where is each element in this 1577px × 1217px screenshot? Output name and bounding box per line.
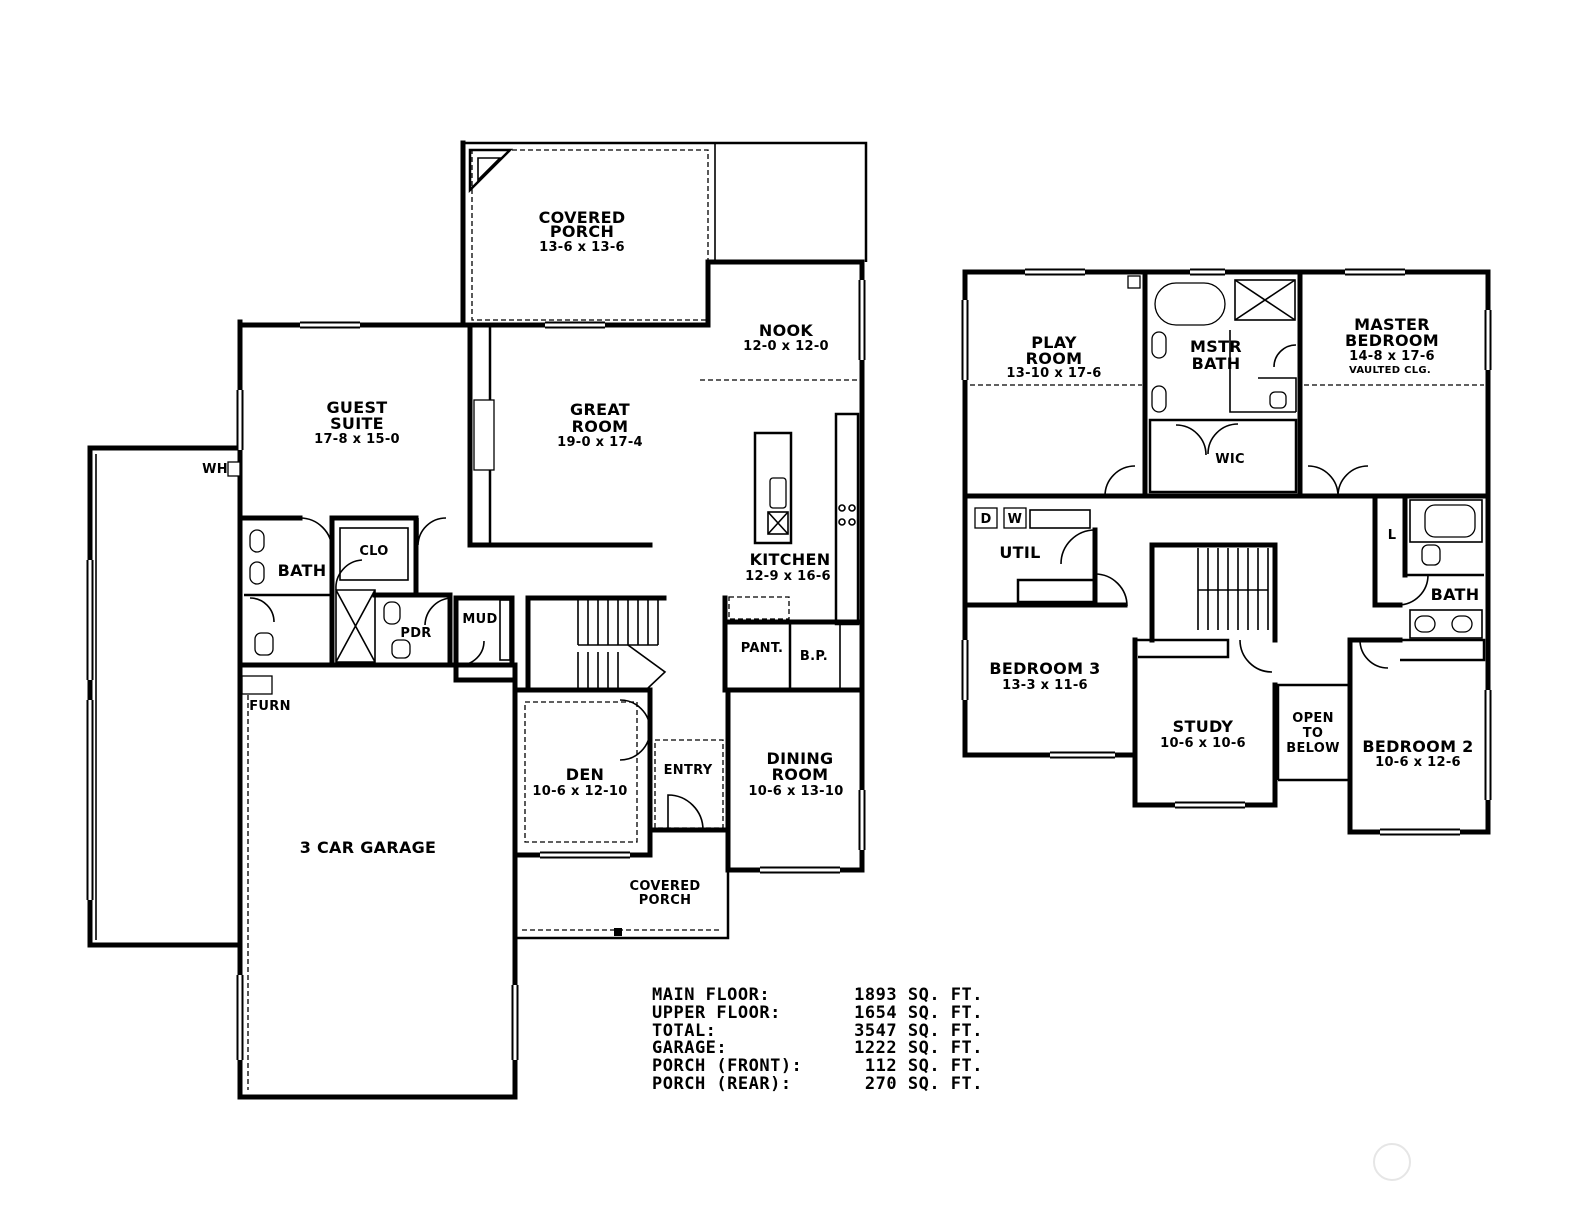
open-to-below-1: OPEN [1292, 711, 1334, 726]
summary-value: 1654 SQ. FT. [854, 1003, 983, 1023]
bedroom-2-name: BEDROOM 2 [1362, 737, 1473, 756]
summary-label: PORCH (REAR): [652, 1074, 792, 1094]
front-porch-name-2: PORCH [639, 893, 692, 908]
washer-label: W [1008, 512, 1023, 527]
play-room-dims: 13-10 x 17-6 [1006, 366, 1101, 381]
den-name: DEN [566, 765, 605, 784]
summary-value: 1893 SQ. FT. [854, 985, 983, 1005]
great-room-dims: 19-0 x 17-4 [557, 435, 643, 450]
linen-label: L [1388, 528, 1397, 543]
open-to-below-3: BELOW [1286, 741, 1340, 756]
bedroom-3-dims: 13-3 x 11-6 [1002, 678, 1088, 693]
main-floor-windows [86, 280, 866, 1060]
rear-porch-name-1: COVERED [539, 208, 626, 227]
dryer-label: D [980, 512, 991, 527]
water-heater-name: WH [202, 462, 228, 477]
great-room-name-1: GREAT [570, 400, 630, 419]
bedroom-2-dims: 10-6 x 12-6 [1375, 755, 1461, 770]
open-to-below-2: TO [1303, 726, 1324, 741]
area-summary: MAIN FLOOR: 1893 SQ. FT. UPPER FLOOR: 16… [652, 985, 983, 1094]
great-room-name-2: ROOM [572, 417, 629, 436]
summary-label: MAIN FLOOR: [652, 985, 770, 1005]
study-name: STUDY [1173, 717, 1234, 736]
upper-stair-treads [1197, 548, 1269, 630]
play-room-name-1: PLAY [1031, 333, 1077, 352]
closet-name: CLO [359, 544, 388, 559]
summary-label: UPPER FLOOR: [652, 1003, 781, 1023]
summary-value: 1222 SQ. FT. [854, 1038, 983, 1058]
pantry-name: PANT. [741, 641, 784, 656]
garage-name: 3 CAR GARAGE [300, 838, 437, 857]
butler-pantry-name: B.P. [800, 649, 828, 664]
nook-dims: 12-0 x 12-0 [743, 339, 829, 354]
play-room-name-2: ROOM [1026, 349, 1083, 368]
dining-name-1: DINING [767, 749, 834, 768]
nook-name: NOOK [759, 321, 813, 340]
master-bedroom-note: VAULTED CLG. [1349, 365, 1431, 376]
guest-bath-name: BATH [278, 561, 327, 580]
guest-suite-dims: 17-8 x 15-0 [314, 432, 400, 447]
mud-name: MUD [462, 612, 497, 627]
master-bedroom-name-2: BEDROOM [1345, 331, 1439, 350]
wic-name: WIC [1215, 452, 1245, 467]
master-bedroom-dims: 14-8 x 17-6 [1349, 349, 1435, 364]
upper-bath-name: BATH [1431, 585, 1480, 604]
main-floor-plan: COVERED PORCH 13-6 x 13-6 NOOK 12-0 x 12… [86, 140, 868, 1100]
summary-label: GARAGE: [652, 1038, 727, 1058]
guest-suite-name-1: GUEST [327, 398, 388, 417]
master-bedroom-name-1: MASTER [1354, 315, 1430, 334]
bedroom-3-name: BEDROOM 3 [989, 659, 1100, 678]
summary-value: 112 SQ. FT. [865, 1056, 983, 1076]
main-stair-treads [577, 598, 659, 690]
upper-floor-windows [961, 268, 1492, 836]
upper-floor-plan: PLAY ROOM 13-10 x 17-6 MSTR BATH MASTER … [961, 268, 1492, 836]
summary-label: TOTAL: [652, 1021, 716, 1041]
dining-dims: 10-6 x 13-10 [748, 784, 843, 799]
powder-name: PDR [400, 626, 431, 641]
kitchen-name: KITCHEN [750, 550, 831, 569]
summary-label: PORCH (FRONT): [652, 1056, 802, 1076]
rear-porch-dims: 13-6 x 13-6 [539, 240, 625, 255]
master-bath-name-2: BATH [1192, 354, 1241, 373]
summary-value: 3547 SQ. FT. [854, 1021, 983, 1041]
entry-name: ENTRY [664, 763, 713, 778]
corner-mark-icon [1373, 1143, 1411, 1181]
den-dims: 10-6 x 12-10 [532, 784, 627, 799]
summary-value: 270 SQ. FT. [865, 1074, 983, 1094]
master-bath-name-1: MSTR [1190, 337, 1242, 356]
guest-suite-name-2: SUITE [330, 414, 384, 433]
front-porch-name-1: COVERED [630, 879, 701, 894]
kitchen-dims: 12-9 x 16-6 [745, 569, 831, 584]
furnace-name: FURN [249, 699, 291, 714]
rear-porch-name-2: PORCH [550, 222, 614, 241]
dining-name-2: ROOM [772, 765, 829, 784]
util-name: UTIL [999, 543, 1040, 562]
study-dims: 10-6 x 10-6 [1160, 736, 1246, 751]
